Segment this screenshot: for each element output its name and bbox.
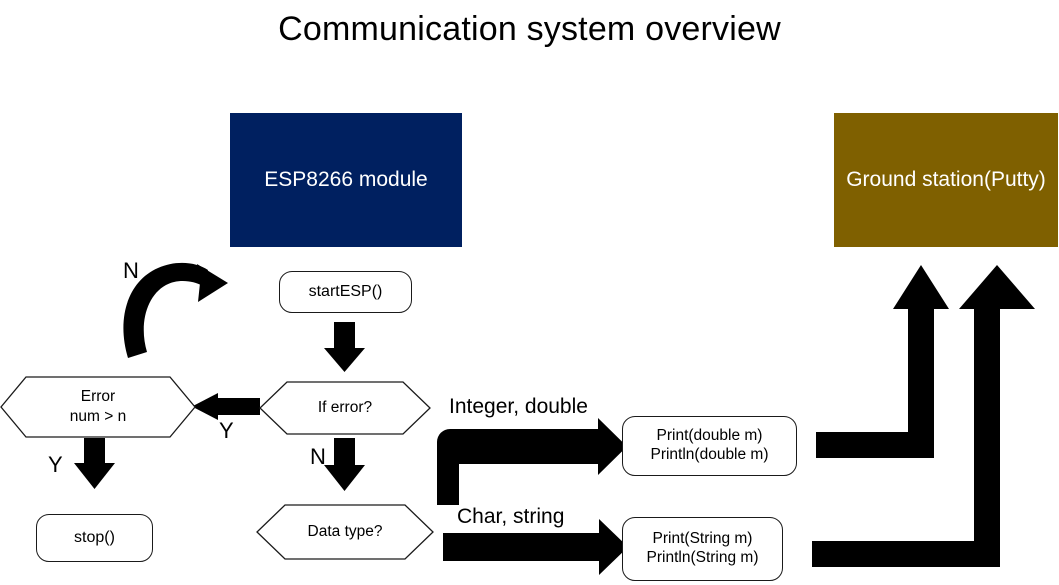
arrow-startesp-to-iferror xyxy=(324,322,365,372)
page-title: Communication system overview xyxy=(278,10,781,48)
arrow-print-double-to-ground xyxy=(816,265,949,458)
decision-data-type[interactable]: Data type? xyxy=(256,504,434,560)
curved-retry-arrow xyxy=(123,262,228,358)
arrow-iferror-to-errorcount xyxy=(192,393,260,420)
decision-if-error[interactable]: If error? xyxy=(259,381,431,435)
edge-label-integer-double: Integer, double xyxy=(449,395,588,418)
arrow-iferror-to-datatype xyxy=(324,438,365,491)
edge-label-if-error-no: N xyxy=(310,444,326,469)
arrow-print-string-to-ground xyxy=(812,265,1035,567)
block-esp8266-module[interactable]: ESP8266 module xyxy=(230,113,462,247)
box-print-string[interactable]: Print(String m) Println(String m) xyxy=(622,517,783,581)
edge-label-retry-n: N xyxy=(123,258,139,283)
box-start-esp[interactable]: startESP() xyxy=(279,271,412,313)
arrow-errorcount-to-stop xyxy=(74,438,115,489)
edge-label-error-count-yes: Y xyxy=(48,452,63,477)
edge-label-if-error-yes: Y xyxy=(219,418,234,443)
arrow-datatype-to-print-string xyxy=(443,519,628,575)
box-print-double[interactable]: Print(double m) Println(double m) xyxy=(622,416,797,476)
block-ground-station[interactable]: Ground station(Putty) xyxy=(834,113,1058,247)
arrow-datatype-to-print-double xyxy=(437,418,627,505)
box-stop[interactable]: stop() xyxy=(36,514,153,562)
decision-error-count[interactable]: Error num > n xyxy=(0,376,196,438)
edge-label-char-string: Char, string xyxy=(457,505,565,528)
